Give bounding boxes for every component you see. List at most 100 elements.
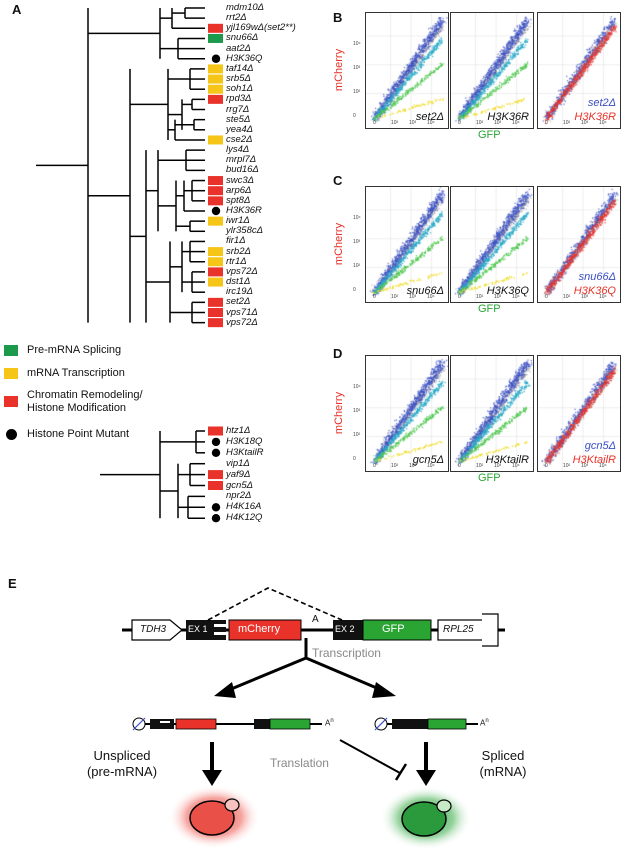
reporter-diagram xyxy=(122,587,505,850)
gene-label: yaf9Δ xyxy=(226,468,251,480)
gene-label: vps72Δ xyxy=(226,265,258,277)
x-tick-label: 0 xyxy=(458,294,461,300)
x-axis-label: GFP xyxy=(478,303,501,315)
transcription-marker xyxy=(208,216,223,226)
panel-label-a: A xyxy=(12,2,22,17)
legend-swatch-chromatin xyxy=(4,396,18,407)
green-cell xyxy=(401,801,447,837)
y-tick-label: 10² xyxy=(353,263,361,269)
y-tick-label: 10³ xyxy=(353,65,361,71)
gene-label: H4K16A xyxy=(226,501,262,513)
gene-label: yea4Δ xyxy=(226,123,253,135)
gene-label: snu66Δ xyxy=(226,32,259,44)
gene-label: npr2Δ xyxy=(226,490,252,502)
chromatin-marker xyxy=(208,23,223,33)
mrna-left-ex2 xyxy=(254,719,270,729)
panel-label-d: D xyxy=(333,346,343,361)
gene-label: set2Δ xyxy=(226,296,251,308)
mrna-right-ex1 xyxy=(392,719,414,729)
x-tick-label: 10² xyxy=(476,463,484,469)
chromatin-marker xyxy=(208,481,223,490)
x-tick-label: 10³ xyxy=(581,120,589,126)
intron-a-label: A xyxy=(312,614,319,625)
exon1-stripe-2 xyxy=(214,632,226,635)
chromatin-marker xyxy=(208,94,223,104)
x-tick-label: 0 xyxy=(545,294,548,300)
x-tick-label: 10² xyxy=(563,120,571,126)
y-tick-label: 10⁴ xyxy=(353,384,361,390)
arrowhead-left xyxy=(214,682,236,698)
genotype-label: H3K36Q xyxy=(486,285,529,297)
scatter-points xyxy=(451,356,533,471)
x-tick-label: 10⁴ xyxy=(427,120,435,126)
chromatin-marker xyxy=(208,318,223,328)
x-tick-label: 0 xyxy=(373,120,376,126)
gene-label: bud16Δ xyxy=(226,164,259,176)
y-axis-label: mCherry xyxy=(333,222,346,266)
inhibition-line xyxy=(339,739,401,774)
mrna-right-ex2 xyxy=(414,719,428,729)
genotype-label: set2Δ xyxy=(415,111,444,123)
gene-label: vps71Δ xyxy=(226,306,258,318)
chromatin-marker xyxy=(208,267,223,277)
scatter-points xyxy=(538,356,620,471)
gene-label: ylr358cΔ xyxy=(226,225,263,237)
terminator-flag xyxy=(482,613,499,647)
exon1-label: EX 1 xyxy=(188,624,208,634)
splicing-marker xyxy=(208,33,223,43)
chromatin-marker xyxy=(208,308,223,317)
chromatin-marker xyxy=(208,297,223,307)
x-tick-label: 0 xyxy=(458,120,461,126)
gene-label: mdm10Δ xyxy=(226,2,265,13)
y-tick-label: 10² xyxy=(353,89,361,95)
legend-label-point-mutant: Histone Point Mutant xyxy=(27,428,130,440)
gene-label: vps72Δ xyxy=(226,316,258,328)
polya-right-label: An xyxy=(480,718,489,728)
y-tick-label: 10⁴ xyxy=(353,215,361,221)
gene-label: H3K36Q xyxy=(226,52,263,64)
x-tick-label: 0 xyxy=(458,463,461,469)
transcription-arrow-left xyxy=(223,656,307,694)
scatter-plot xyxy=(537,186,621,303)
transcription-marker xyxy=(208,74,223,84)
panel-label-e: E xyxy=(8,576,17,591)
x-tick-label: 10⁴ xyxy=(427,294,435,300)
x-tick-label: 10⁴ xyxy=(599,120,607,126)
gfp-block xyxy=(362,619,432,641)
exon1-stripe xyxy=(214,624,226,627)
transcription-marker xyxy=(208,247,223,257)
panel-label-b: B xyxy=(333,10,343,25)
polya-left-a: A xyxy=(325,718,331,728)
promoter-label: TDH3 xyxy=(140,624,167,635)
unspliced-label: Unspliced xyxy=(93,748,151,763)
scatter-plot xyxy=(365,186,449,303)
scatter-plot xyxy=(450,12,534,129)
gene-label: rpd3Δ xyxy=(226,93,252,105)
chromatin-marker xyxy=(208,196,223,206)
dendrogram xyxy=(36,7,223,523)
overlay-label-blue: snu66Δ xyxy=(578,271,616,283)
mrna-left-ex1 xyxy=(150,719,174,729)
x-tick-label: 10³ xyxy=(581,294,589,300)
y-tick-label: 0 xyxy=(353,113,356,119)
gene-label: arp6Δ xyxy=(226,184,252,196)
scatter-plot xyxy=(450,186,534,303)
legend-swatch-splicing xyxy=(4,345,18,356)
genotype-label: H3KtailR xyxy=(485,454,529,466)
y-tick-label: 10³ xyxy=(353,408,361,414)
x-tick-label: 10³ xyxy=(409,120,417,126)
chromatin-marker xyxy=(208,470,223,480)
x-tick-label: 0 xyxy=(545,463,548,469)
overlay-label-red: H3K36R xyxy=(574,111,616,123)
legend-label-transcription: mRNA Transcription xyxy=(27,367,125,379)
exon2-block xyxy=(333,620,363,640)
scatter-points xyxy=(451,187,533,302)
gene-label: H3K18Q xyxy=(226,435,263,447)
red-cell-bud xyxy=(224,798,240,812)
overlay-label-red: H3KtailR xyxy=(572,454,616,466)
gene-label: rrt2Δ xyxy=(226,12,247,24)
point-mutant-marker xyxy=(211,448,221,457)
x-tick-label: 10⁴ xyxy=(512,463,520,469)
unspliced-sub-label: (pre-mRNA) xyxy=(86,764,158,779)
y-tick-label: 10² xyxy=(353,432,361,438)
